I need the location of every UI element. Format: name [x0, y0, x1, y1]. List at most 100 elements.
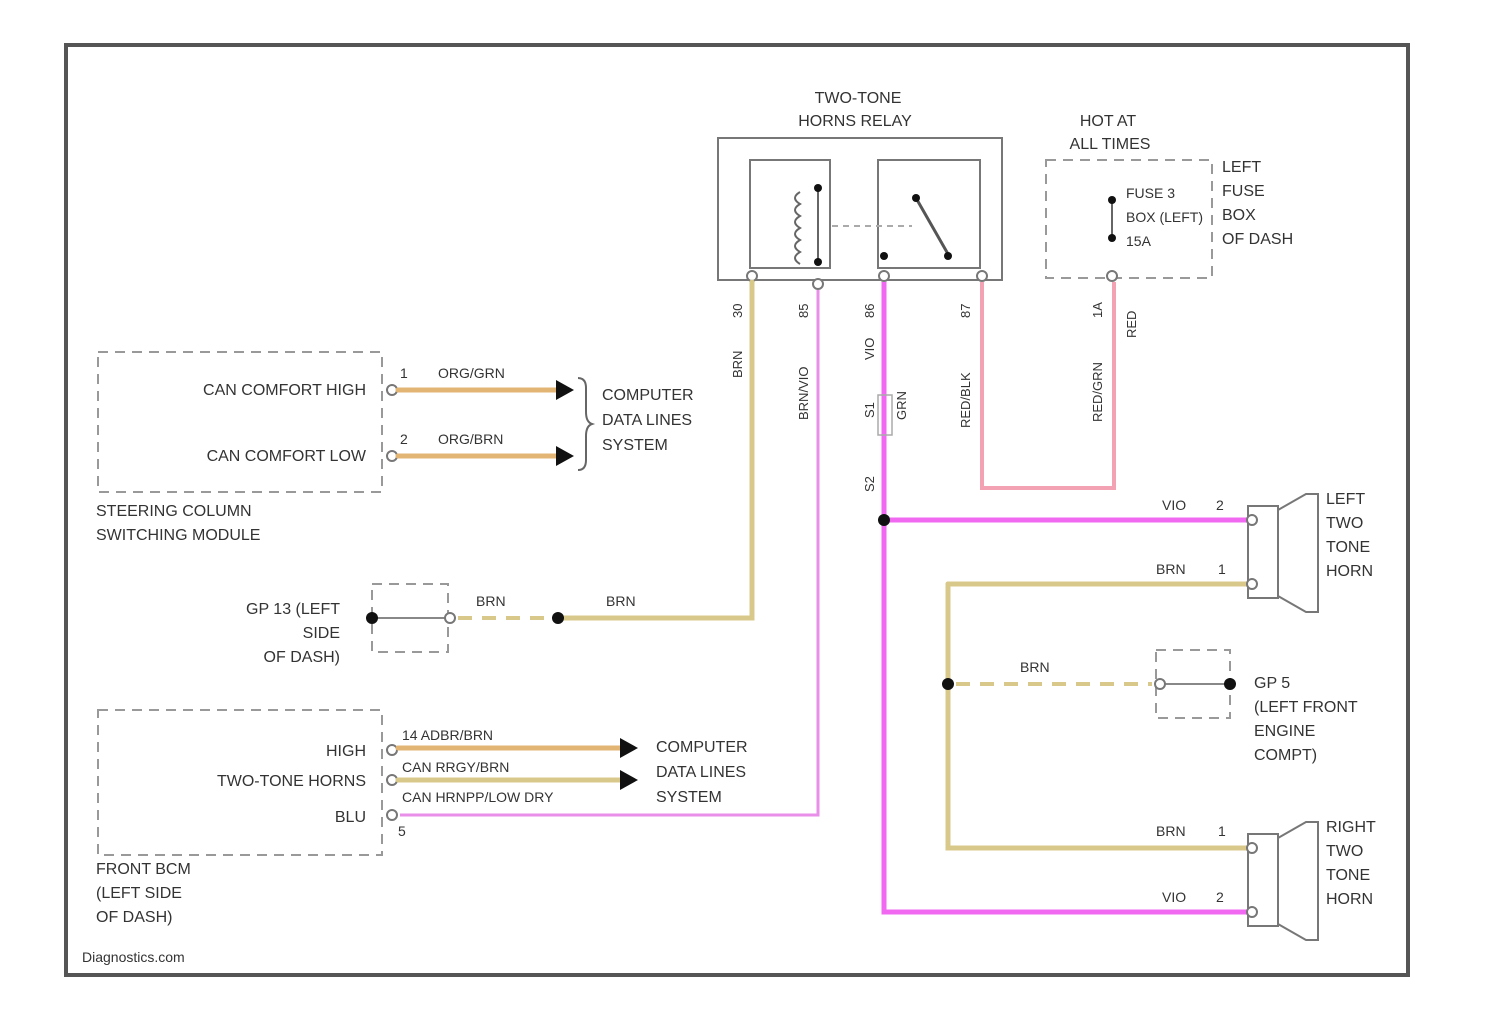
right-horn-pin-1 [1247, 843, 1257, 853]
fuse-wire-color: RED/GRN [1090, 362, 1105, 422]
bcm-pin-high [387, 745, 397, 755]
gp13-line2: SIDE [303, 625, 340, 642]
bcm-wire-c: CAN HRNPP/LOW DRY [402, 789, 554, 805]
gp5-ground-dot [1224, 678, 1236, 690]
relay-wire-86-lower: S2 [862, 476, 877, 492]
gp5-splice-dot [942, 678, 954, 690]
left-horn-pin-1 [1247, 579, 1257, 589]
watermark-text: Diagnostics.com [82, 949, 185, 965]
hot-at-line2: ALL TIMES [1070, 136, 1151, 153]
bcm-pin-twotone-label: TWO-TONE HORNS [217, 773, 366, 790]
fuse-location-line3: BOX [1222, 207, 1256, 224]
relay-wire-30-pin: 30 [730, 304, 745, 318]
fuse-out-pin [1107, 271, 1117, 281]
right-horn-pin-vio: 2 [1216, 889, 1224, 905]
left-horn-line1: LEFT [1326, 491, 1365, 508]
bcm-pin-high-label: HIGH [326, 743, 366, 760]
bcm-wire-a: 14 ADBR/BRN [402, 727, 493, 743]
bcm-pin-low-no: 5 [398, 823, 406, 839]
relay-wire-86-splice2: GRN [894, 391, 909, 420]
gp13-pin [445, 613, 455, 623]
relay-pin-87 [977, 271, 987, 281]
steering-wire-low-color: ORG/BRN [438, 431, 503, 447]
front-bcm-name-line1: FRONT BCM [96, 861, 191, 878]
right-horn-line4: HORN [1326, 891, 1373, 908]
right-horn-line3: TONE [1326, 867, 1370, 884]
fuse-top-dot [1108, 196, 1116, 204]
steering-module-name-line2: SWITCHING MODULE [96, 527, 260, 544]
data-lines-upper-line1: COMPUTER [602, 387, 694, 404]
left-horn-line3: TONE [1326, 539, 1370, 556]
steering-wire-high-color: ORG/GRN [438, 365, 505, 381]
relay-contact-dot [944, 252, 952, 260]
gp13-line3: OF DASH) [264, 649, 340, 666]
bcm-pin-blu-label: BLU [335, 809, 366, 826]
diagram-frame [66, 45, 1408, 975]
relay-wire-87-pin: 87 [958, 304, 973, 318]
relay-wire-85-pin: 85 [796, 304, 811, 318]
right-horn-line1: RIGHT [1326, 819, 1376, 836]
fuse-line2: BOX (LEFT) [1126, 209, 1203, 225]
bcm-pin-low [387, 810, 397, 820]
fuse-location-line2: FUSE [1222, 183, 1265, 200]
relay-wire-86-splice: S1 [862, 402, 877, 418]
right-horn-line2: TWO [1326, 843, 1363, 860]
steering-module-name-line1: STEERING COLUMN [96, 503, 252, 520]
gp13-splice-dot [552, 612, 564, 624]
right-horn-pin-brn: 1 [1218, 823, 1226, 839]
gp13-line1: GP 13 (LEFT [246, 601, 340, 618]
steering-pin-1-no: 1 [400, 365, 408, 381]
left-horn-line2: TWO [1326, 515, 1363, 532]
steering-pin-2-no: 2 [400, 431, 408, 447]
relay-coil-top-dot [814, 184, 822, 192]
steering-pin-low-label: CAN COMFORT LOW [207, 448, 367, 465]
front-bcm-name-line3: OF DASH) [96, 909, 172, 926]
data-lines-lower-line2: DATA LINES [656, 764, 746, 781]
relay-wire-87-color: RED/BLK [958, 372, 973, 428]
relay-center-dot [880, 252, 888, 260]
right-horn-wire-brn: BRN [1156, 823, 1186, 839]
relay-coil-bottom-dot [814, 258, 822, 266]
gp5-pin [1155, 679, 1165, 689]
relay-wire-30-color: BRN [730, 351, 745, 378]
relay-pin-85 [813, 279, 823, 289]
gp5-line1: GP 5 [1254, 675, 1290, 692]
right-horn-wire-vio: VIO [1162, 889, 1186, 905]
fuse-location-line1: LEFT [1222, 159, 1261, 176]
left-horn-pin-vio: 2 [1216, 497, 1224, 513]
hot-at-line1: HOT AT [1080, 113, 1137, 130]
left-horn-line4: HORN [1326, 563, 1373, 580]
gp13-wire2-color: BRN [606, 593, 636, 609]
gp5-line4: COMPT) [1254, 747, 1317, 764]
relay-title-line2: HORNS RELAY [798, 113, 912, 130]
fuse-location-line4: OF DASH [1222, 231, 1293, 248]
data-lines-upper-line2: DATA LINES [602, 412, 692, 429]
gp5-wire-color: BRN [1020, 659, 1050, 675]
right-horn-pin-2 [1247, 907, 1257, 917]
data-lines-upper-line3: SYSTEM [602, 437, 668, 454]
bcm-wire-b: CAN RRGY/BRN [402, 759, 509, 775]
relay-wire-86-pin: 86 [862, 304, 877, 318]
fuse-wire-pin: 1A [1090, 302, 1105, 318]
relay-title-line1: TWO-TONE [815, 90, 902, 107]
gp5-line2: (LEFT FRONT [1254, 699, 1358, 716]
left-horn-pin-brn: 1 [1218, 561, 1226, 577]
fuse-bottom-dot [1108, 234, 1116, 242]
data-lines-lower-line3: SYSTEM [656, 789, 722, 806]
fuse-line3: 15A [1126, 233, 1152, 249]
relay-wire-85-color: BRN/VIO [796, 367, 811, 420]
gp13-ground-dot [366, 612, 378, 624]
gp13-wire1-color: BRN [476, 593, 506, 609]
left-horn-wire-brn: BRN [1156, 561, 1186, 577]
relay-switch-pivot-dot [912, 194, 920, 202]
gp5-line3: ENGINE [1254, 723, 1315, 740]
fuse-line1: FUSE 3 [1126, 185, 1175, 201]
data-lines-lower-line1: COMPUTER [656, 739, 748, 756]
steering-pin-high-label: CAN COMFORT HIGH [203, 382, 366, 399]
left-horn-pin-2 [1247, 515, 1257, 525]
front-bcm-name-line2: (LEFT SIDE [96, 885, 182, 902]
relay-pin-86 [879, 271, 889, 281]
left-horn-wire-vio: VIO [1162, 497, 1186, 513]
fuse-wire-color2: RED [1124, 311, 1139, 338]
